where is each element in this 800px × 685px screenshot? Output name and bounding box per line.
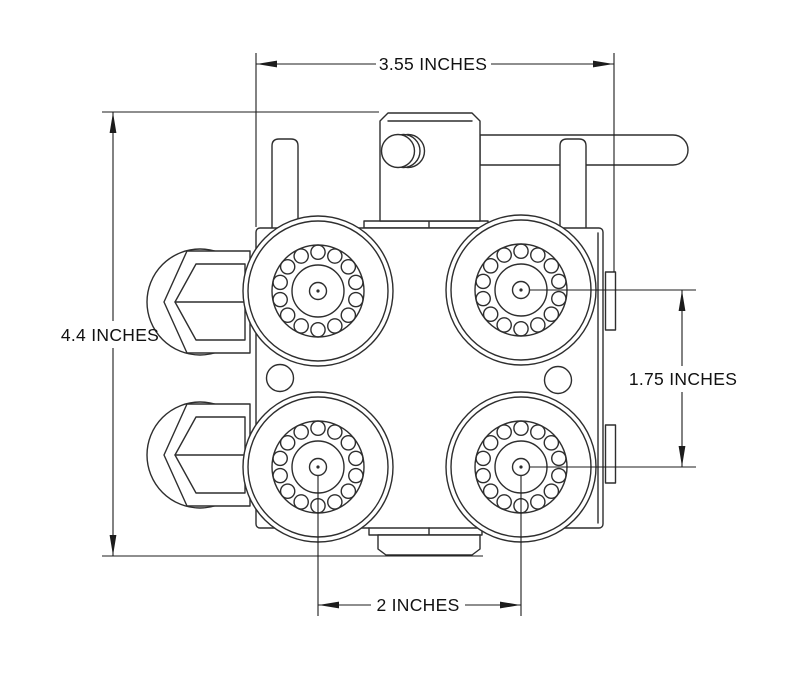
arrowhead-up [109,112,117,133]
knob-top-left [242,215,394,367]
arrowhead-down [678,446,686,467]
dimension-width-label: 3.55 INCHES [379,54,487,74]
right-tab-bottom [604,424,617,484]
side-port-face [380,133,416,169]
right-tab-top [604,271,617,331]
right-peg [559,138,587,235]
side-port [380,133,426,169]
bottom-boss-block [377,534,481,556]
dimension-knob-col-spacing: 2 INCHES [317,476,522,616]
arrowhead-up [678,290,686,311]
top-plate [363,220,489,229]
left-small-hole [265,363,295,393]
dimension-overall-height: 4.4 INCHES [61,111,483,557]
bottom-plate [368,527,483,536]
dimension-overall-width: 3.55 INCHES [255,53,615,272]
arrowhead-right [500,601,521,609]
top-mounting-plate [363,220,489,229]
arrowhead-left [318,601,339,609]
dimension-knob-row-spacing: 1.75 INCHES [530,289,737,468]
hex-fitting-top [146,248,254,356]
left-peg [271,138,299,235]
arrowhead-left [256,60,277,68]
hex-fitting-bottom [146,401,254,509]
arrowhead-right [593,60,614,68]
dimension-row-spacing-label: 1.75 INCHES [629,369,737,389]
top-assembly [271,112,689,235]
bottom-boss [368,527,483,556]
dimension-height-label: 4.4 INCHES [61,325,159,345]
arrowhead-down [109,535,117,556]
right-small-hole [543,365,573,395]
dimension-col-spacing-label: 2 INCHES [376,595,459,615]
